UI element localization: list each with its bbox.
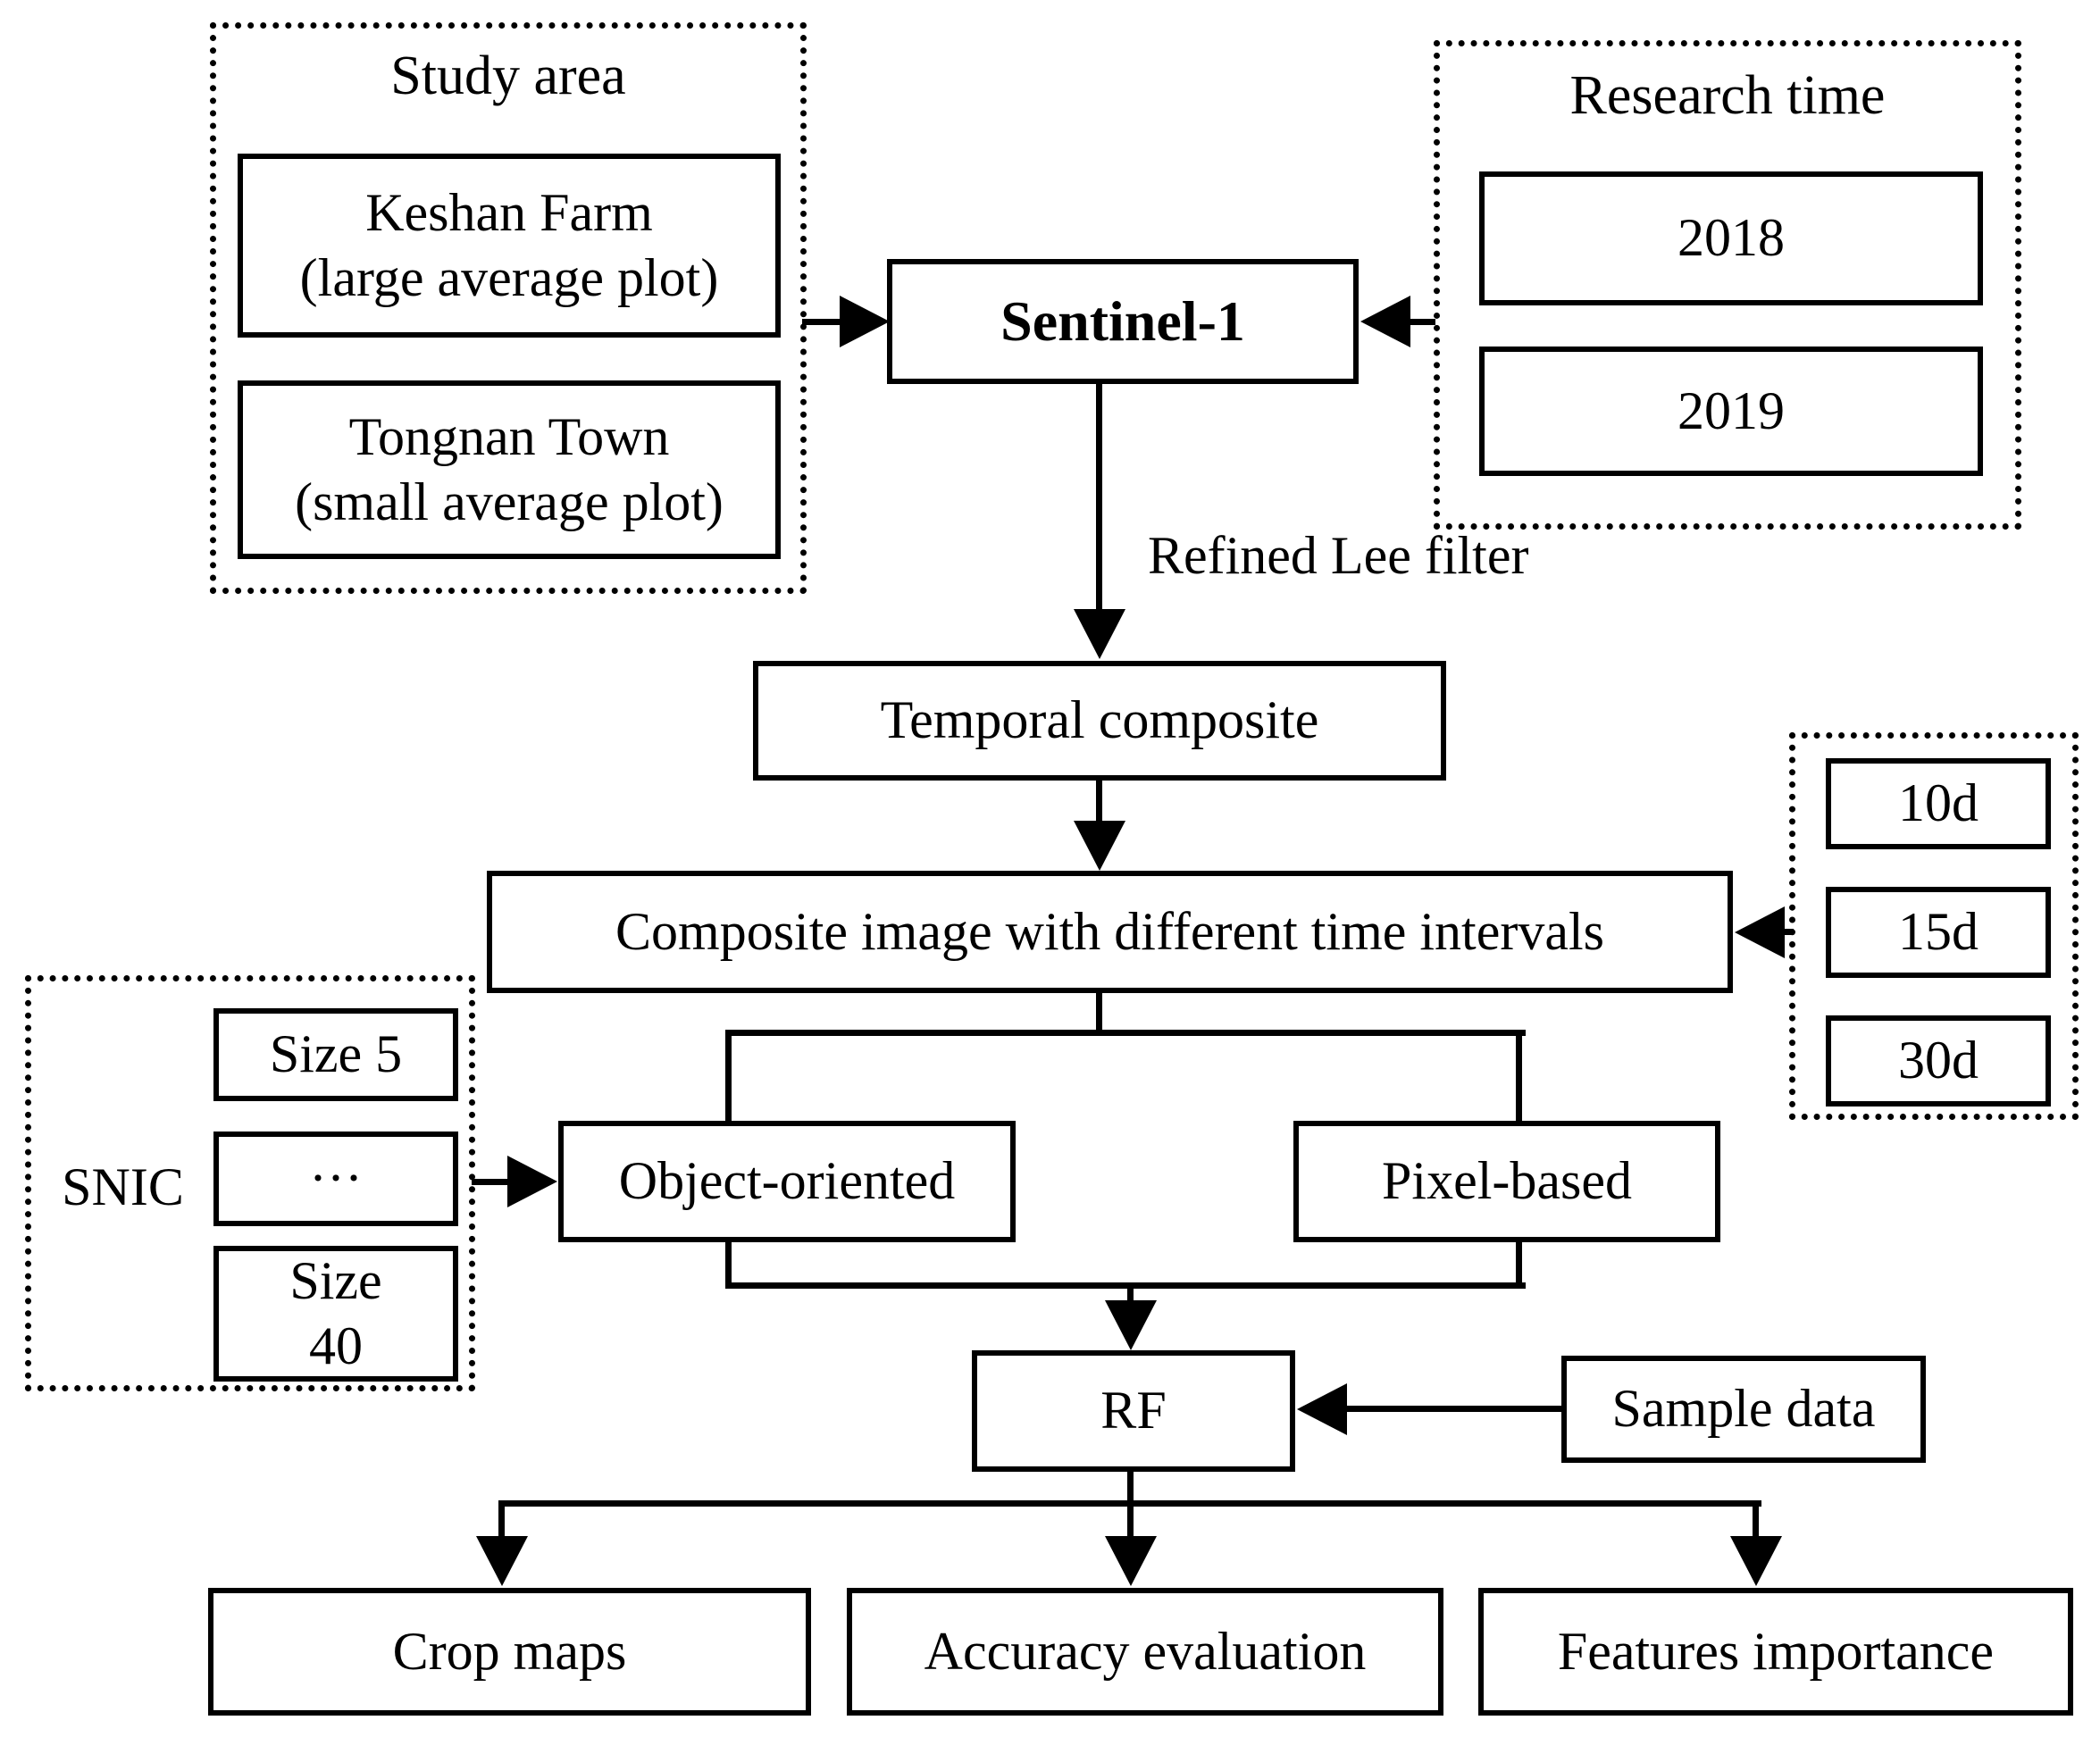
study-area-title: Study area — [390, 46, 626, 106]
keshan-farm-label-line2: (large average plot) — [299, 248, 719, 307]
connector-composite-split-stem — [1096, 991, 1102, 1036]
connector-snic-objectoriented-line — [472, 1179, 511, 1185]
connector-split-pixelbased-line — [1516, 1030, 1522, 1123]
snic-size-40-label-line2: 40 — [309, 1316, 363, 1375]
rf-node: RF — [972, 1350, 1295, 1472]
connector-researchtime-sentinel-line — [1405, 319, 1435, 325]
sample-data-label: Sample data — [1611, 1379, 1876, 1439]
interval-15d-node: 15d — [1826, 887, 2051, 978]
tongnan-town-label-line2: (small average plot) — [295, 472, 724, 531]
snic-group: SNIC Size 5 ··· Size 40 — [25, 975, 475, 1391]
connector-researchtime-sentinel-arrowhead — [1360, 296, 1410, 347]
temporal-composite-label: Temporal composite — [880, 690, 1319, 750]
year-2018-label: 2018 — [1677, 208, 1785, 268]
connector-snic-objectoriented-arrowhead — [507, 1156, 557, 1207]
connector-merge-rf-stem — [1127, 1282, 1134, 1304]
research-time-title: Research time — [1569, 65, 1886, 126]
interval-30d-node: 30d — [1826, 1015, 2051, 1107]
snic-size-5-label: Size 5 — [269, 1024, 403, 1084]
rf-label: RF — [1100, 1381, 1167, 1441]
crop-maps-label: Crop maps — [392, 1621, 627, 1681]
connector-composite-split-bar — [725, 1030, 1526, 1036]
snic-ellipsis-node: ··· — [213, 1132, 458, 1226]
connector-sampledata-rf-line — [1342, 1406, 1561, 1412]
connector-split-objectoriented-line — [725, 1030, 732, 1123]
accuracy-evaluation-label: Accuracy evaluation — [924, 1621, 1367, 1681]
features-importance-label: Features importance — [1557, 1621, 1995, 1681]
snic-ellipsis-label: ··· — [309, 1148, 363, 1208]
research-time-group: Research time 2018 2019 — [1434, 40, 2021, 530]
year-2019-label: 2019 — [1677, 380, 1785, 440]
connector-pixelbased-merge-line — [1516, 1240, 1522, 1289]
connector-rf-outputs-stem — [1127, 1472, 1134, 1506]
connector-outputs-cropmaps-line — [498, 1500, 505, 1540]
pixel-based-node: Pixel-based — [1293, 1121, 1720, 1242]
connector-outputs-features-line — [1753, 1500, 1759, 1540]
time-intervals-group: 10d 15d 30d — [1789, 732, 2079, 1120]
connector-merge-bar — [725, 1282, 1526, 1289]
interval-30d-label: 30d — [1898, 1031, 1979, 1090]
connector-temporal-composite-line — [1096, 781, 1102, 823]
pixel-based-label: Pixel-based — [1382, 1151, 1632, 1211]
connector-objectoriented-merge-line — [725, 1240, 732, 1289]
composite-image-label: Composite image with different time inte… — [615, 901, 1604, 961]
snic-title: SNIC — [62, 1157, 184, 1216]
connector-outputs-accuracy-arrowhead — [1105, 1536, 1157, 1586]
tongnan-town-label-line1: Tongnan Town — [348, 406, 670, 466]
connector-studyarea-sentinel-line — [802, 319, 843, 325]
accuracy-evaluation-node: Accuracy evaluation — [847, 1588, 1443, 1716]
connector-sampledata-rf-arrowhead — [1297, 1383, 1347, 1435]
snic-size-40-node: Size 40 — [213, 1246, 458, 1382]
connector-merge-rf-arrowhead — [1105, 1300, 1157, 1350]
connector-outputs-cropmaps-arrowhead — [476, 1536, 528, 1586]
connector-intervals-composite-arrowhead — [1735, 906, 1785, 958]
snic-size-40-label-line1: Size — [289, 1250, 382, 1310]
study-area-group: Study area Keshan Farm (large average pl… — [210, 22, 807, 594]
year-2019-node: 2019 — [1479, 347, 1983, 476]
sentinel-1-label: Sentinel-1 — [1000, 288, 1245, 353]
snic-size-5-node: Size 5 — [213, 1008, 458, 1101]
keshan-farm-label-line1: Keshan Farm — [365, 182, 653, 242]
interval-10d-label: 10d — [1898, 773, 1979, 833]
refined-lee-filter-label: Refined Lee filter — [1148, 526, 1529, 585]
crop-maps-node: Crop maps — [208, 1588, 811, 1716]
connector-temporal-composite-arrowhead — [1074, 821, 1125, 871]
connector-intervals-composite-line — [1779, 929, 1794, 935]
sentinel-1-node: Sentinel-1 — [887, 259, 1359, 384]
temporal-composite-node: Temporal composite — [753, 661, 1446, 781]
keshan-farm-node: Keshan Farm (large average plot) — [238, 154, 781, 338]
connector-outputs-features-arrowhead — [1730, 1536, 1782, 1586]
connector-outputs-accuracy-line — [1127, 1500, 1134, 1540]
interval-10d-node: 10d — [1826, 758, 2051, 849]
interval-15d-label: 15d — [1898, 902, 1979, 962]
sample-data-node: Sample data — [1561, 1356, 1926, 1463]
object-oriented-node: Object-oriented — [558, 1121, 1016, 1242]
tongnan-town-node: Tongnan Town (small average plot) — [238, 380, 781, 559]
connector-studyarea-sentinel-arrowhead — [840, 296, 890, 347]
connector-sentinel-temporal-arrowhead — [1074, 609, 1125, 659]
object-oriented-label: Object-oriented — [618, 1151, 956, 1211]
composite-image-node: Composite image with different time inte… — [487, 871, 1733, 993]
year-2018-node: 2018 — [1479, 171, 1983, 305]
features-importance-node: Features importance — [1478, 1588, 2073, 1716]
connector-sentinel-temporal-line — [1096, 382, 1102, 609]
